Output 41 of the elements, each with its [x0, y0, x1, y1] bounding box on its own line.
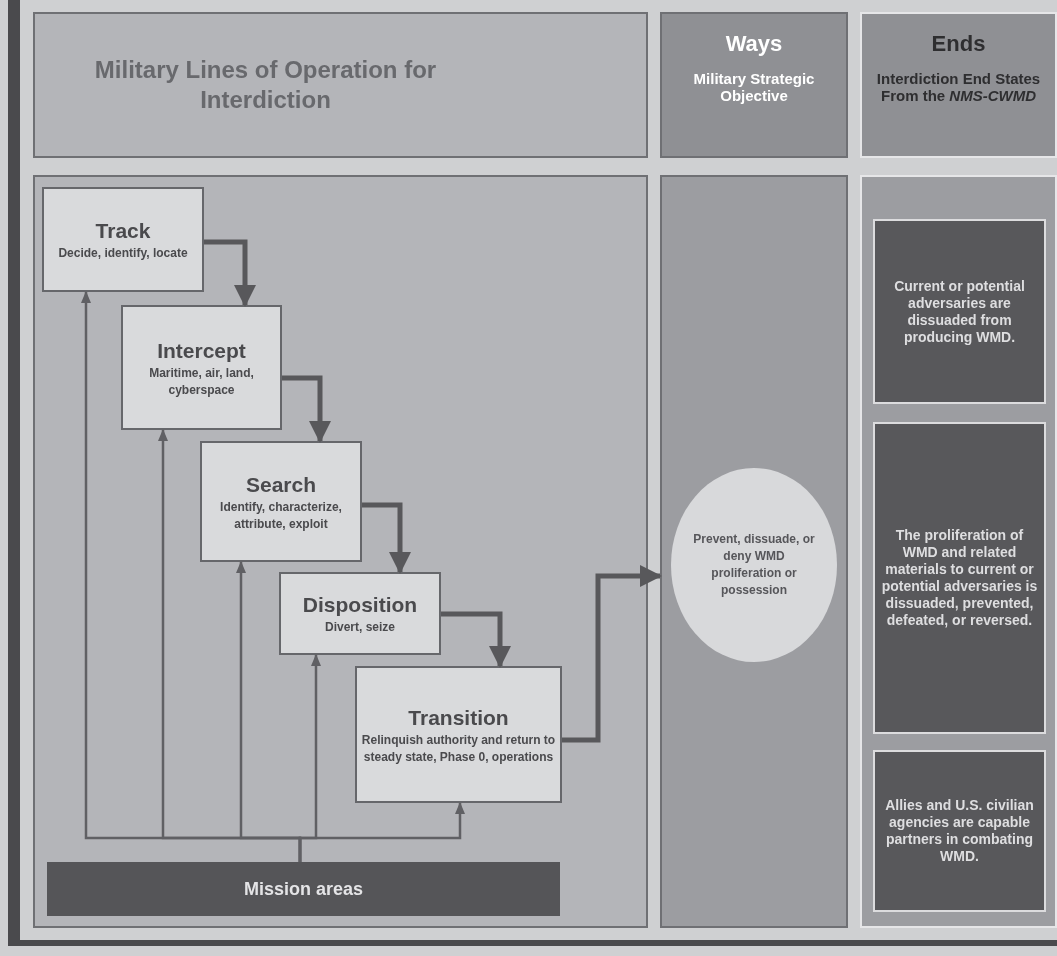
step-title: Search [245, 471, 316, 498]
column-background [860, 175, 1057, 928]
panel-background [33, 175, 648, 928]
column-header [660, 12, 848, 158]
step-title: Track [95, 218, 151, 244]
step-title: Transition [408, 704, 509, 731]
end-state-text: Current or potential adversaries are dissuaded from producing WMD. [893, 277, 1026, 346]
header-panel [33, 12, 648, 158]
arrow [282, 375, 331, 443]
end-state-text: The proliferation of WMD and related materials to current or potential adversaries is dissuaded, prevented, defeated, or reversed. [880, 527, 1039, 629]
column-title: Ways [725, 30, 783, 58]
header-title: Military Lines of Operation for Interdiction [93, 55, 438, 115]
step-title: Intercept [157, 337, 246, 364]
end-state-text: Allies and U.S. civilian agencies are capable partners in combating WMD. [884, 797, 1035, 865]
step-box [121, 305, 282, 430]
step-description: Divert, seize [323, 619, 396, 636]
step-box [279, 572, 441, 655]
arrow [298, 802, 465, 862]
step-description: Identify, characterize, attribute, exploit [219, 498, 343, 533]
step-title: Disposition [302, 592, 418, 618]
column-background [660, 175, 848, 928]
end-state-box [873, 422, 1046, 734]
arrow [362, 502, 411, 574]
step-description: Maritime, air, land, cyberspace [148, 364, 255, 399]
column-title: Ends [931, 30, 986, 58]
step-box [355, 666, 562, 803]
column-header [860, 12, 1057, 158]
bar-label: Mission areas [243, 877, 364, 901]
arrow [441, 611, 511, 668]
end-state-box [873, 219, 1046, 404]
step-box [42, 187, 204, 292]
column-subtitle: Interdiction End States From the NMS-CWMD [875, 70, 1042, 104]
objective-text: Prevent, dissuade, or deny WMD proliferation or possession [692, 531, 816, 599]
mission-areas-bar [47, 862, 560, 916]
arrow [204, 239, 256, 307]
step-description: Relinquish authority and return to steady state, Phase 0, operations [360, 731, 557, 766]
column-subtitle: Military Strategic Objective [692, 70, 816, 104]
end-state-box [873, 750, 1046, 912]
step-box [200, 441, 362, 562]
arrow [562, 565, 662, 743]
step-description: Decide, identify, locate [57, 245, 189, 262]
